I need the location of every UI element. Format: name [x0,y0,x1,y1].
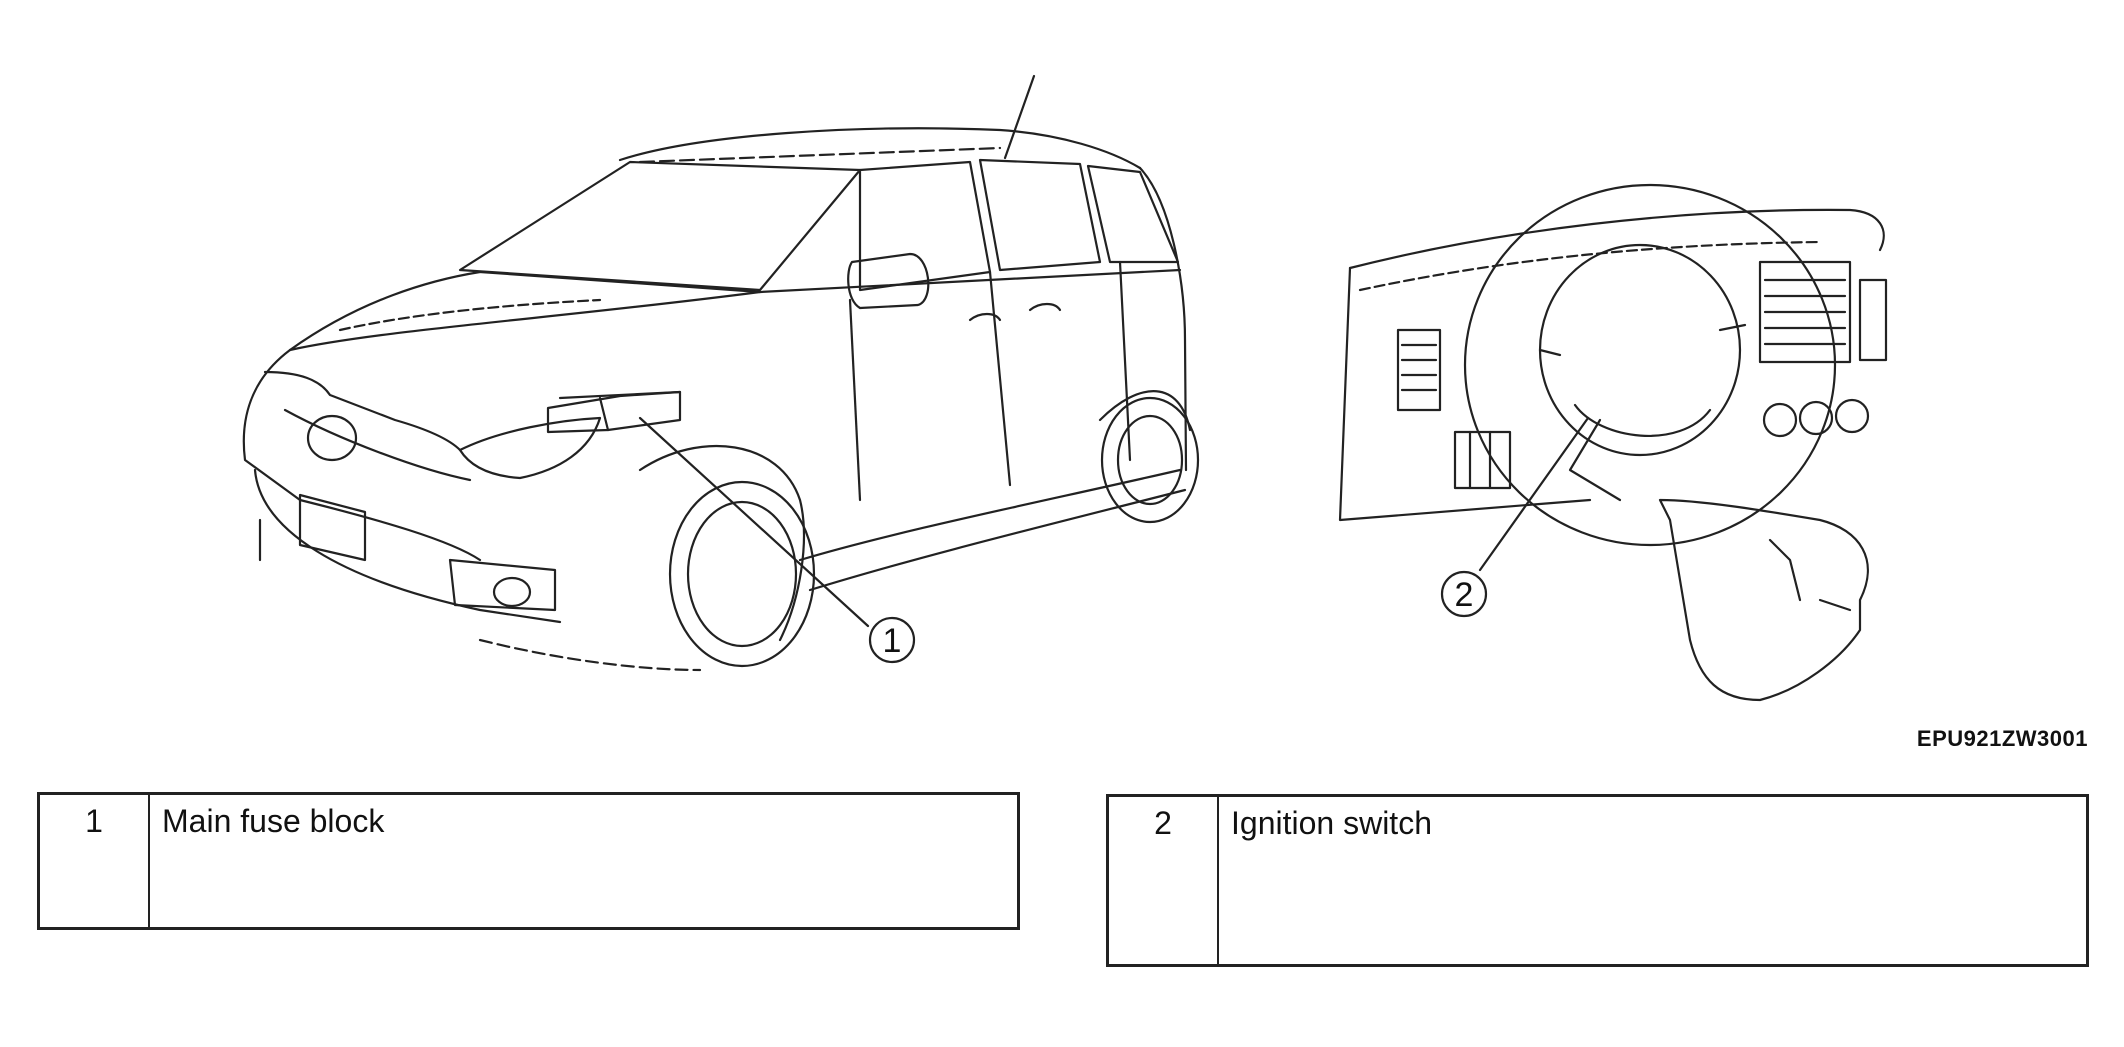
location-illustration: 1 2 [242,74,1888,702]
legend-table-1: 1 Main fuse block [37,792,1020,930]
callout-1: 1 [868,616,916,664]
callout-1-number: 1 [883,622,902,660]
figure-code: EPU921ZW3001 [1916,726,2088,751]
callout-2: 2 [1440,570,1488,618]
callout-2-number: 2 [1455,576,1474,614]
legend-label: Main fuse block [148,792,1020,930]
legend-row: 1 Main fuse block [37,792,1020,930]
legend-label: Ignition switch [1217,794,2089,967]
main-fuse-block-marker [546,390,682,434]
vehicle-drawing [242,74,1200,672]
legend-table-2: 2 Ignition switch [1106,794,2089,967]
legend-number: 1 [37,792,150,930]
legend-row: 2 Ignition switch [1106,794,2089,967]
legend-number: 2 [1106,794,1219,967]
dashboard-drawing [1338,183,1888,702]
